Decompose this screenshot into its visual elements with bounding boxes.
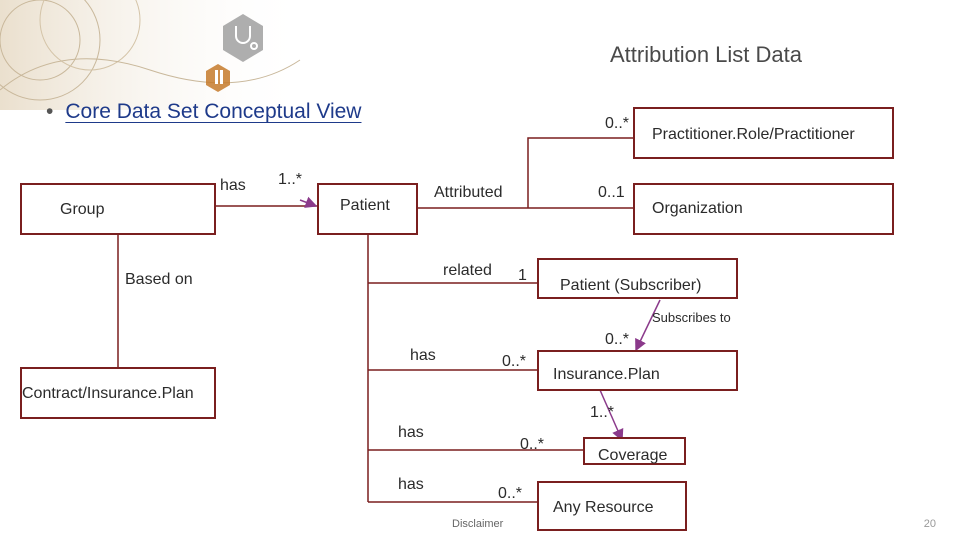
organization-label: Organization xyxy=(652,200,743,217)
contract-box[interactable] xyxy=(20,367,216,419)
group-has-label: has xyxy=(220,177,246,194)
based-on-label: Based on xyxy=(125,271,193,288)
disclaimer-link[interactable]: Disclaimer xyxy=(452,518,504,530)
organization-box[interactable] xyxy=(633,183,894,235)
contract-label: Contract/Insurance.Plan xyxy=(22,385,194,402)
bullet-heading: • Core Data Set Conceptual View xyxy=(46,100,361,124)
page-number: 20 xyxy=(923,518,936,530)
group-patient-mult: 1..* xyxy=(278,171,303,188)
resource-mult: 0..* xyxy=(498,485,523,502)
subscribes-to-label: Subscribes to xyxy=(652,310,731,325)
subscriber-label: Patient (Subscriber) xyxy=(560,277,702,294)
lab-tube-icon xyxy=(206,64,230,92)
related-label: related xyxy=(443,262,492,279)
bullet-dot: • xyxy=(46,100,54,123)
attributed-label: Attributed xyxy=(434,184,503,201)
insurance-plan-box[interactable] xyxy=(537,350,738,391)
arrow-group-patient xyxy=(299,196,318,208)
patient-label: Patient xyxy=(340,197,390,214)
practitioner-box[interactable] xyxy=(633,107,894,159)
group-box[interactable] xyxy=(20,183,216,235)
insurance-mult: 0..* xyxy=(502,353,527,370)
any-resource-box[interactable] xyxy=(537,481,687,531)
any-resource-label: Any Resource xyxy=(553,499,654,516)
practitioner-mult: 0..* xyxy=(605,115,630,132)
arrow-subscriber-plan xyxy=(635,299,661,352)
patient-box[interactable] xyxy=(317,183,418,235)
subscribes-mult: 0..* xyxy=(605,331,630,348)
slide-title: Attribution List Data xyxy=(610,42,802,67)
group-label: Group xyxy=(60,201,105,218)
insurance-has-label: has xyxy=(410,347,436,364)
bullet-text[interactable]: Core Data Set Conceptual View xyxy=(65,100,362,123)
subscriber-box[interactable] xyxy=(537,258,738,299)
insurance-plan-label: Insurance.Plan xyxy=(553,366,660,383)
coverage-mult: 0..* xyxy=(520,436,545,453)
coverage-has-label: has xyxy=(398,424,424,441)
stethoscope-icon xyxy=(223,14,263,62)
practitioner-label: Practitioner.Role/Practitioner xyxy=(652,126,855,143)
header-decoration xyxy=(0,0,310,110)
plan-coverage-mult: 1..* xyxy=(590,404,615,421)
related-mult: 1 xyxy=(518,267,527,284)
resource-has-label: has xyxy=(398,476,424,493)
organization-mult: 0..1 xyxy=(598,184,625,201)
coverage-box[interactable] xyxy=(583,437,686,465)
coverage-label: Coverage xyxy=(598,447,668,464)
